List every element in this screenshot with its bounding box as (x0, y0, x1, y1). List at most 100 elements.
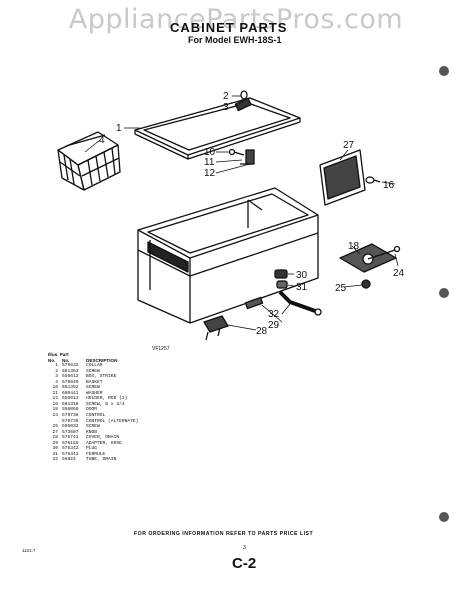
callout-31: 31 (296, 282, 308, 293)
illus-number: 30 (52, 446, 58, 452)
part-number: 556069 (62, 407, 79, 413)
part-description: SCREW (86, 424, 100, 430)
watermark-text: AppliancePartsPros.com (68, 4, 404, 35)
part-description: BASKET (86, 379, 103, 385)
illus-number: 12 (52, 396, 58, 402)
parts-list-row: 3 556612 BOX, STRIKE (48, 374, 208, 380)
part-number: 573607 (62, 429, 79, 435)
illus-number: 24 (52, 413, 58, 419)
part-description: DOOR (86, 407, 98, 413)
callout-18: 27 (343, 140, 355, 151)
part-description: TUBE, DRAIN (86, 457, 117, 463)
parts-list-row: 18 556069 DOOR (48, 407, 208, 413)
parts-list-row: 16 661318 SCREW, 8 x 3/4 (48, 402, 208, 408)
callout-3: 3 (223, 102, 229, 113)
part-number: 576343 (62, 451, 79, 457)
parts-list-row: 27 573607 KNOB (48, 430, 208, 436)
illus-number: 32 (52, 457, 58, 463)
illus-number: 18 (52, 407, 58, 413)
callout-29: 29 (268, 320, 280, 331)
illus-number: 25 (52, 424, 58, 430)
parts-list-row: 25 595032 SCREW (48, 424, 208, 430)
part-number: 661318 (62, 401, 79, 407)
parts-list-header: No. No. DESCRIPTION (48, 358, 208, 364)
part-number: 56624 (62, 457, 76, 463)
illus-number: 11 (52, 390, 58, 396)
illus-number: 3 (55, 374, 58, 380)
binder-hole (439, 288, 449, 298)
callout-2: 2 (223, 91, 229, 102)
part-description: COLLAR (86, 363, 103, 369)
col-part-no: No. (62, 357, 70, 363)
part-number: 595032 (62, 424, 79, 430)
callout-1: 1 (116, 123, 122, 134)
strike-box-part (234, 97, 252, 112)
part-number: 556013 (62, 396, 79, 402)
footer-mark: 3 (243, 545, 246, 551)
drawing-reference-code: VF1257 (152, 346, 170, 352)
part-number: 661352 (62, 385, 79, 391)
part-number: 556612 (62, 374, 79, 380)
basket-part (57, 131, 121, 191)
part-description: SCREW (86, 368, 100, 374)
illus-number: 4 (55, 379, 58, 385)
part-number: 661363 (62, 368, 79, 374)
page-number: C-2 (232, 555, 257, 572)
col-description: DESCRIPTION (86, 357, 118, 363)
parts-list-row: 1 579632 COLLAR (48, 363, 208, 369)
drain-assembly-part (203, 269, 322, 341)
parts-list-row: 30 576342 PLUG (48, 446, 208, 452)
parts-list-row: 579735 CONTROL (ALTERNATE) (48, 419, 208, 425)
callout-30: 30 (296, 270, 308, 281)
col-illus-no: No. (48, 357, 56, 363)
leader-lines (84, 95, 399, 331)
part-description: ADAPTER, HOSE (86, 440, 122, 446)
illus-number: 28 (52, 435, 58, 441)
part-number: 576342 (62, 446, 79, 452)
part-number: 579735 (62, 418, 79, 424)
parts-list-row: 32 56624 TUBE, DRAIN (48, 457, 208, 463)
illus-number: 27 (52, 429, 58, 435)
ordering-note: FOR ORDERING INFORMATION REFER TO PARTS … (134, 531, 314, 537)
part-number: 576741 (62, 435, 79, 441)
illus-number: 2 (55, 368, 58, 374)
part-number: 576159 (62, 440, 79, 446)
callout-labels: 1 4 2 3 10 11 12 27 16 18 24 25 30 31 32… (99, 91, 405, 337)
callout-24: 18 (348, 241, 360, 252)
part-description: FERRULE (86, 451, 106, 457)
part-description: SCREW, 8 x 3/4 (86, 401, 125, 407)
part-description: PLUG (86, 446, 98, 452)
part-description: COVER, DRAIN (86, 435, 120, 441)
part-description: BOX, STRIKE (86, 374, 117, 380)
part-description: WASHER (86, 390, 103, 396)
model-subtitle: For Model EWH-18S-1 (188, 35, 282, 45)
parts-list-row: 24 579738 CONTROL (48, 413, 208, 419)
part-number: 579632 (62, 363, 79, 369)
parts-list-row: 2 661363 SCREW (48, 369, 208, 375)
parts-list-row: 10 661352 SCREW (48, 385, 208, 391)
illus-number: 16 (52, 401, 58, 407)
binder-hole (439, 66, 449, 76)
door-panel-part (319, 149, 366, 206)
callout-4: 4 (99, 135, 105, 146)
part-number: 579738 (62, 413, 79, 419)
page-title: CABINET PARTS (170, 20, 288, 35)
callout-16: 16 (383, 180, 395, 191)
part-number: 680441 (62, 390, 79, 396)
illus-number: 1 (55, 363, 58, 369)
part-description: KNOB (86, 429, 98, 435)
binder-hole (439, 512, 449, 522)
illus-number: 10 (52, 385, 58, 391)
part-description: CONTROL (ALTERNATE) (86, 418, 139, 424)
part-description: SCREW (86, 385, 100, 391)
screw-16-part (365, 176, 381, 184)
part-description: CONTROL (86, 413, 106, 419)
callout-27: 25 (335, 283, 347, 294)
